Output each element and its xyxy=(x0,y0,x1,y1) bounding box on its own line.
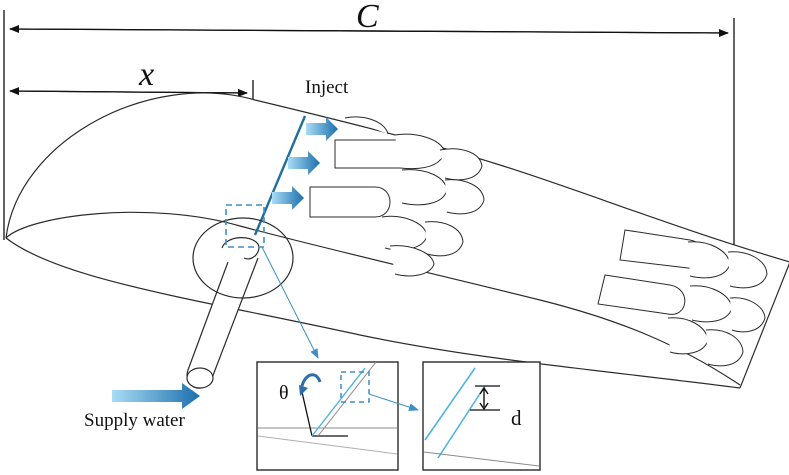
right-arrow-icon xyxy=(112,383,200,409)
hydrofoil-body xyxy=(5,92,789,389)
callout-line xyxy=(261,246,319,359)
supply-water-label: Supply water xyxy=(84,410,185,431)
curved-arrow-icon xyxy=(300,373,322,387)
cavitation-cluster-downstream xyxy=(597,229,768,367)
inset-thickness xyxy=(422,361,541,471)
inset-angle xyxy=(256,361,419,471)
thickness-label: d xyxy=(511,406,522,430)
angle-label: θ xyxy=(279,382,289,404)
cavitation-cluster-upstream xyxy=(309,116,485,277)
double-arrow-icon xyxy=(479,386,489,411)
inject-label: Inject xyxy=(305,77,349,98)
inject-arrows xyxy=(272,117,338,210)
supply-pipe xyxy=(186,217,294,389)
chord-dimension xyxy=(3,10,735,262)
injection-slot xyxy=(253,115,307,236)
right-arrow-icon xyxy=(288,151,320,175)
position-label: x xyxy=(139,56,155,93)
detail-highlight-box xyxy=(340,371,370,403)
right-arrow-icon xyxy=(272,186,304,210)
chord-label: C xyxy=(356,0,379,35)
right-arrow-icon xyxy=(306,117,338,141)
